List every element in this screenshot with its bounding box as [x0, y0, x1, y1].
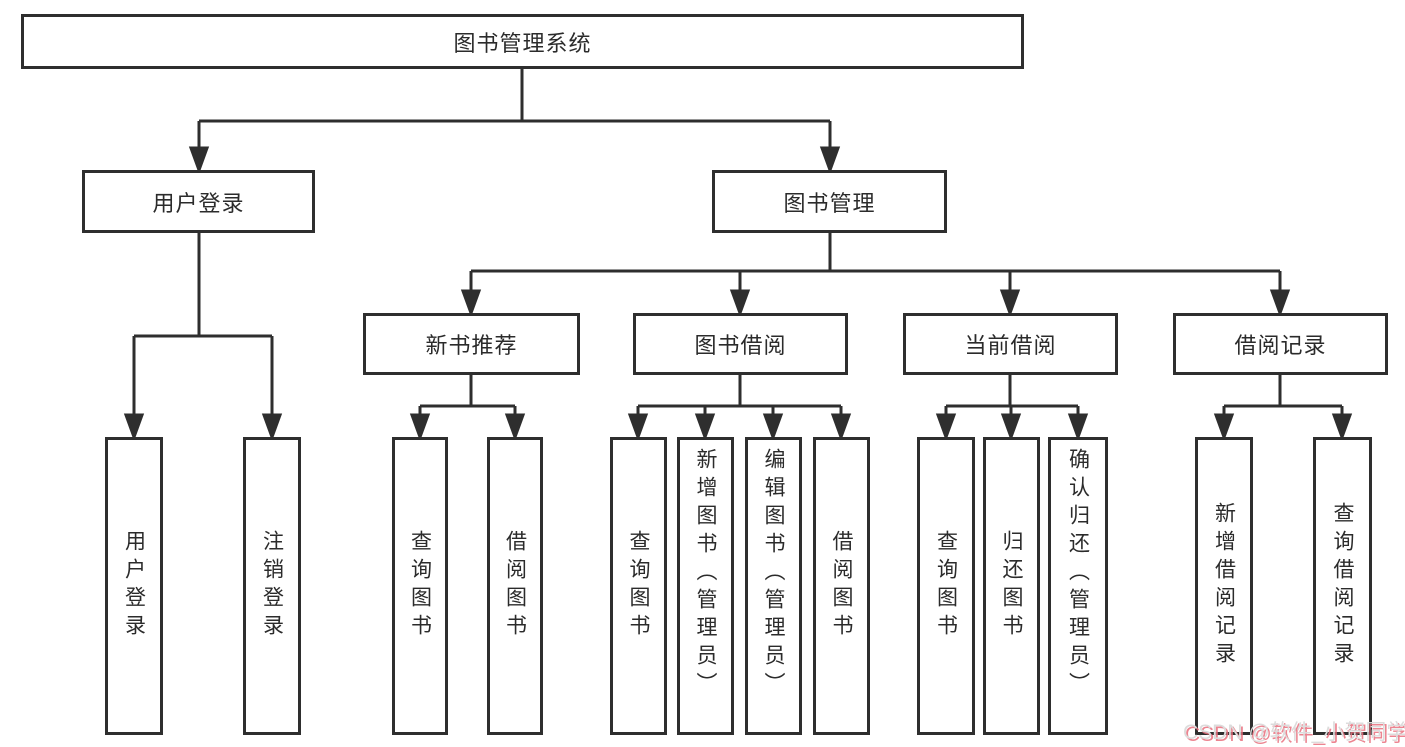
node-label: 图书管理 [783, 190, 876, 216]
arrowhead [1213, 413, 1235, 442]
connector-borrow-records [1213, 375, 1353, 442]
leaf-add-borrow-record: 新增借阅记录 [1195, 437, 1253, 735]
connector-root [188, 69, 841, 175]
connector-user-login [123, 233, 283, 442]
arrowhead [935, 413, 957, 442]
node-label: 新增图书（管理员） [694, 448, 718, 700]
node-book-management: 图书管理 [712, 170, 947, 233]
arrowhead [409, 413, 431, 442]
arrowhead [123, 413, 145, 442]
leaf-borrow-books-recommend: 借阅图书 [487, 437, 543, 735]
connector-line [418, 375, 517, 419]
node-label: 用户登录 [122, 530, 146, 642]
leaf-logout: 注销登录 [243, 437, 301, 735]
leaf-query-borrow-record: 查询借阅记录 [1313, 437, 1372, 735]
leaf-query-books-recommend: 查询图书 [392, 437, 448, 735]
arrowhead [1067, 413, 1089, 442]
leaf-borrow-books: 借阅图书 [813, 437, 870, 735]
connector-line [469, 233, 1282, 295]
arrowhead [1331, 413, 1353, 442]
arrowhead [627, 413, 649, 442]
arrowhead [762, 413, 784, 442]
node-label: 查询图书 [934, 530, 958, 642]
arrowhead [261, 413, 283, 442]
node-current-borrow: 当前借阅 [903, 313, 1118, 375]
node-label: 用户登录 [152, 190, 245, 216]
node-label: 借阅图书 [503, 530, 527, 642]
arrowhead [1000, 413, 1022, 442]
leaf-add-book-admin: 新增图书（管理员） [677, 437, 734, 735]
node-label: 图书借阅 [694, 333, 787, 358]
connector-line [636, 375, 843, 419]
node-label: 确认归还（管理员） [1066, 448, 1090, 700]
arrowhead [830, 413, 852, 442]
node-root: 图书管理系统 [21, 14, 1024, 69]
node-label: 注销登录 [260, 530, 284, 642]
leaf-confirm-return-admin: 确认归还（管理员） [1048, 437, 1108, 735]
node-borrow-records: 借阅记录 [1173, 313, 1388, 375]
node-new-book-recommend: 新书推荐 [363, 313, 580, 375]
node-label: 归还图书 [1000, 530, 1024, 642]
connector-current-borrow [935, 375, 1089, 442]
leaf-user-login: 用户登录 [105, 437, 163, 735]
connector-line [132, 233, 274, 419]
node-label: 查询图书 [408, 530, 432, 642]
csdn-watermark: CSDN @软件_小贺同学 [1183, 721, 1405, 744]
connector-line [197, 69, 832, 152]
arrowhead [729, 289, 751, 318]
node-label: 新增借阅记录 [1212, 502, 1236, 670]
node-label: 查询图书 [627, 530, 651, 642]
arrowhead [694, 413, 716, 442]
arrowhead [504, 413, 526, 442]
node-label: 查询借阅记录 [1331, 502, 1355, 670]
arrowhead [460, 289, 482, 318]
leaf-query-books-current: 查询图书 [917, 437, 975, 735]
leaf-edit-book-admin: 编辑图书（管理员） [745, 437, 802, 735]
node-book-borrow: 图书借阅 [633, 313, 848, 375]
arrowhead [188, 146, 210, 175]
arrowhead [819, 146, 841, 175]
connector-line [944, 375, 1080, 419]
node-label: 借阅图书 [830, 530, 854, 642]
node-label: 图书管理系统 [453, 30, 592, 56]
arrowhead [999, 289, 1021, 318]
node-user-login: 用户登录 [82, 170, 315, 233]
leaf-return-book: 归还图书 [983, 437, 1040, 735]
arrowhead [1269, 289, 1291, 318]
node-label: 当前借阅 [964, 333, 1057, 358]
node-label: 新书推荐 [425, 333, 518, 358]
connector-book-management [460, 233, 1291, 318]
connector-new-book-recommend [409, 375, 526, 442]
leaf-query-books-borrow: 查询图书 [610, 437, 667, 735]
connector-book-borrow [627, 375, 852, 442]
node-label: 借阅记录 [1234, 333, 1327, 358]
node-label: 编辑图书（管理员） [762, 448, 786, 700]
connector-line [1222, 375, 1344, 419]
